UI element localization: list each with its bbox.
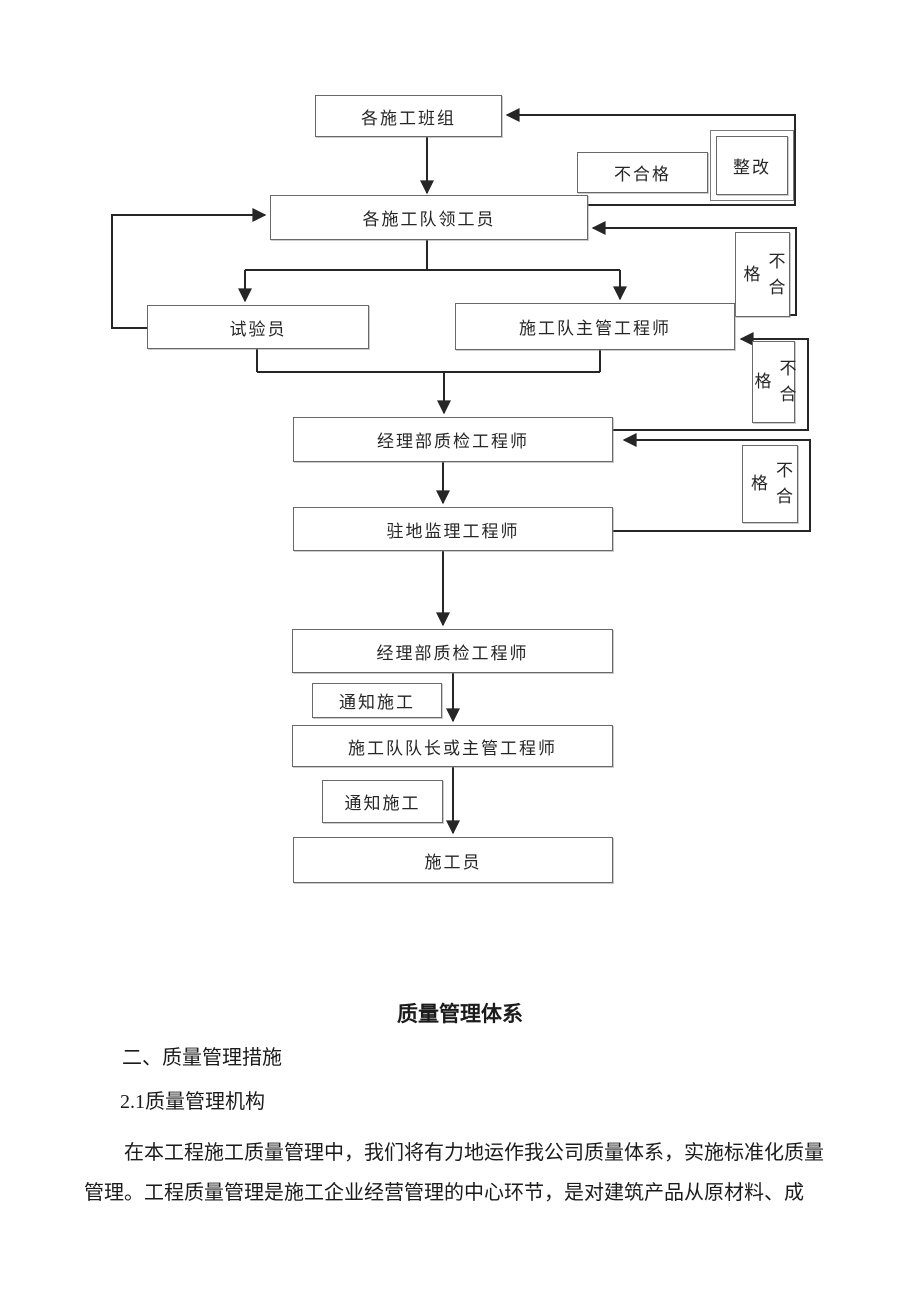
flow-node-buhege-top: 不合格 [577,152,708,193]
flow-node-zhudi-jianli: 驻地监理工程师 [293,507,613,551]
flow-node-jingli-qc-1: 经理部质检工程师 [293,417,613,462]
loop-qc1-to-zhuguan [612,332,809,431]
section-heading: 二、质量管理措施 [122,1047,282,1069]
flow-node-jingli-qc-2: 经理部质检工程师 [292,629,613,673]
loop-shiyanyuan-to-lingong [111,208,267,329]
flow-node-zhuguan: 施工队主管工程师 [455,303,735,350]
loop-zhudi-to-qc1 [612,433,811,532]
flow-node-duizhang: 施工队队长或主管工程师 [292,725,613,767]
flow-node-buhege-right-1: 不合格 [735,232,790,317]
flow-node-lingongyuan: 各施工队领工员 [270,195,588,240]
flow-node-shigongyuan: 施工员 [293,837,613,883]
paragraph-line-1: 在本工程施工质量管理中，我们将有力地运作我公司质量体系，实施标准化质量 [124,1142,824,1164]
flow-node-shiyanyuan: 试验员 [147,305,369,349]
flow-node-tongzhi-2: 通知施工 [322,780,443,823]
sub-heading: 2.1质量管理机构 [120,1091,265,1113]
flow-node-buhege-right-3: 不合格 [742,445,798,523]
flow-node-banzu: 各施工班组 [315,95,502,137]
flow-node-buhege-right-2: 不合格 [752,341,796,423]
loop-lingong-to-banzu [505,108,796,206]
flowchart-caption: 质量管理体系 [397,1002,523,1026]
flow-node-tongzhi-1: 通知施工 [312,683,442,718]
flow-node-zhenggai: 整改 [710,130,794,201]
paragraph-line-2: 管理。工程质量管理是施工企业经营管理的中心环节，是对建筑产品从原材料、成 [84,1182,804,1204]
